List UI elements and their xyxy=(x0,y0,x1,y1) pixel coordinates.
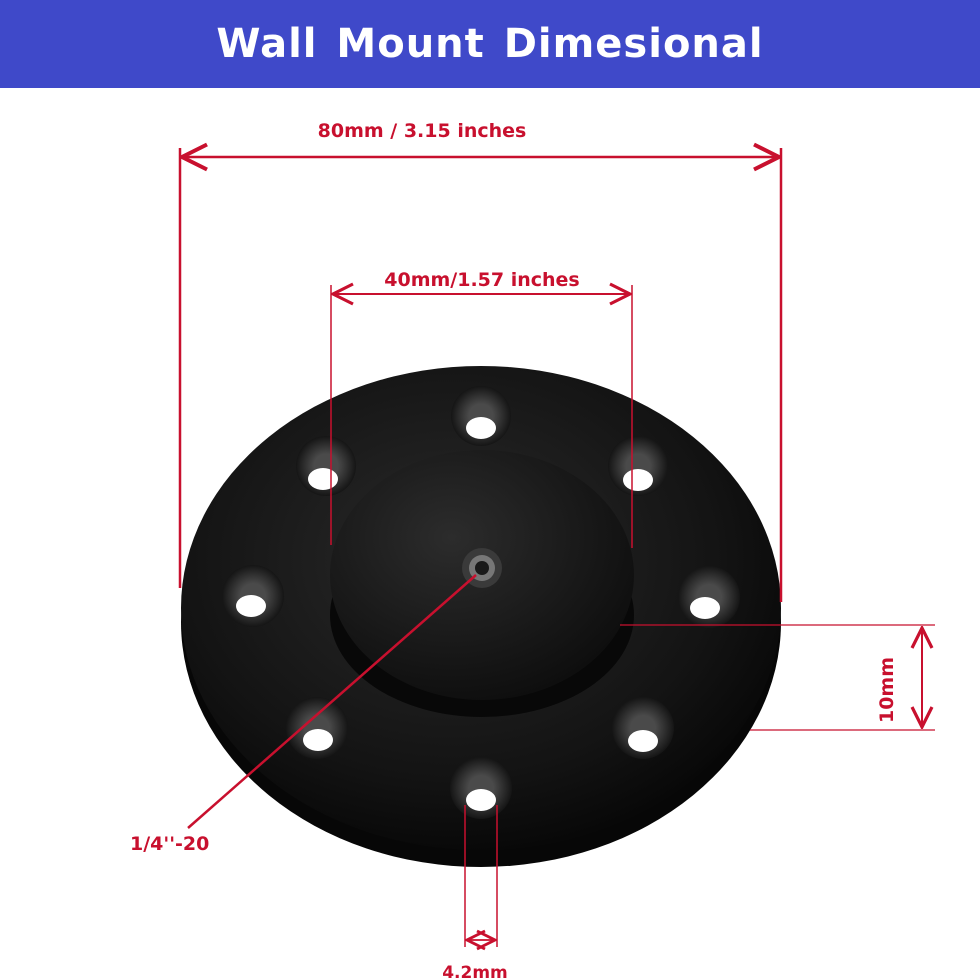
hole-top xyxy=(451,386,511,446)
boss-width-label: 40mm/1.57 inches xyxy=(384,269,580,291)
hole-top-left xyxy=(296,436,356,496)
hole-right xyxy=(678,566,740,628)
overall-width-dimension xyxy=(178,148,783,602)
title-banner: Wall Mount Dimesional xyxy=(0,0,980,88)
overall-width-label: 80mm / 3.15 inches xyxy=(318,120,527,142)
hole-diameter-label: 4.2mm xyxy=(442,963,508,980)
thickness-label: 10mm xyxy=(876,657,898,723)
countersunk-holes xyxy=(222,386,740,819)
hole-bottom-right xyxy=(612,697,674,759)
thickness-dimension xyxy=(620,624,935,731)
hole-bottom xyxy=(450,757,512,819)
thread-leader-line xyxy=(187,574,477,829)
hole-bottom-left xyxy=(286,697,348,759)
hole-top-right xyxy=(608,436,668,496)
center-boss xyxy=(330,450,634,717)
hole-left xyxy=(222,565,284,627)
page-title: Wall Mount Dimesional xyxy=(216,21,764,67)
hole-diameter-dimension xyxy=(464,805,498,947)
thread-label: 1/4''-20 xyxy=(130,833,209,855)
boss-width-dimension xyxy=(330,285,633,548)
